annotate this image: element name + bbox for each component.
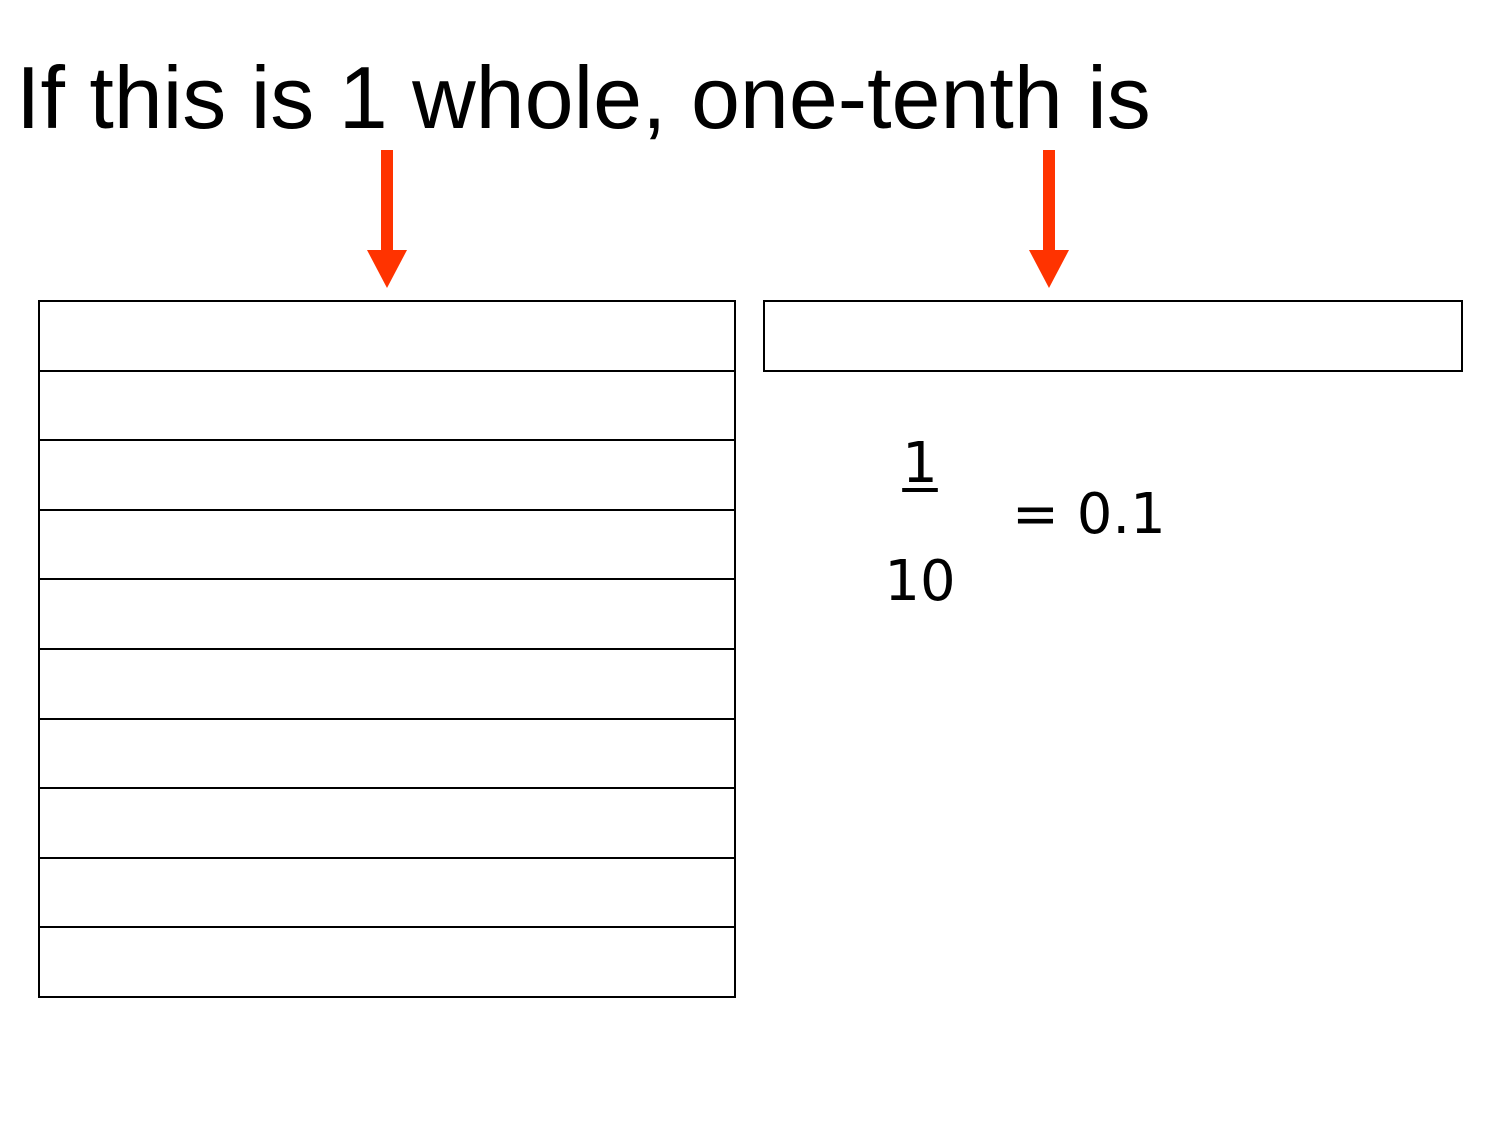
tenth-strip — [40, 859, 734, 929]
arrow-down-icon — [1029, 150, 1069, 288]
decimal-equivalent: = 0.1 — [1012, 482, 1166, 547]
one-tenth-box — [763, 300, 1463, 372]
tenth-strip — [40, 441, 734, 511]
tenth-strip — [40, 372, 734, 442]
page-title: If this is 1 whole, one-tenth is — [16, 48, 1151, 147]
tenth-strip — [40, 720, 734, 790]
whole-box — [38, 300, 736, 998]
tenth-strip — [40, 580, 734, 650]
tenth-strip — [40, 302, 734, 372]
arrow-down-icon — [367, 150, 407, 288]
tenth-strip — [40, 511, 734, 581]
tenth-strip — [40, 789, 734, 859]
tenth-strip — [40, 928, 734, 996]
fraction-one-tenth: 1 10 — [880, 432, 960, 614]
tenth-strip — [40, 650, 734, 720]
fraction-numerator: 1 — [902, 431, 938, 496]
fraction-denominator: 10 — [884, 549, 956, 614]
